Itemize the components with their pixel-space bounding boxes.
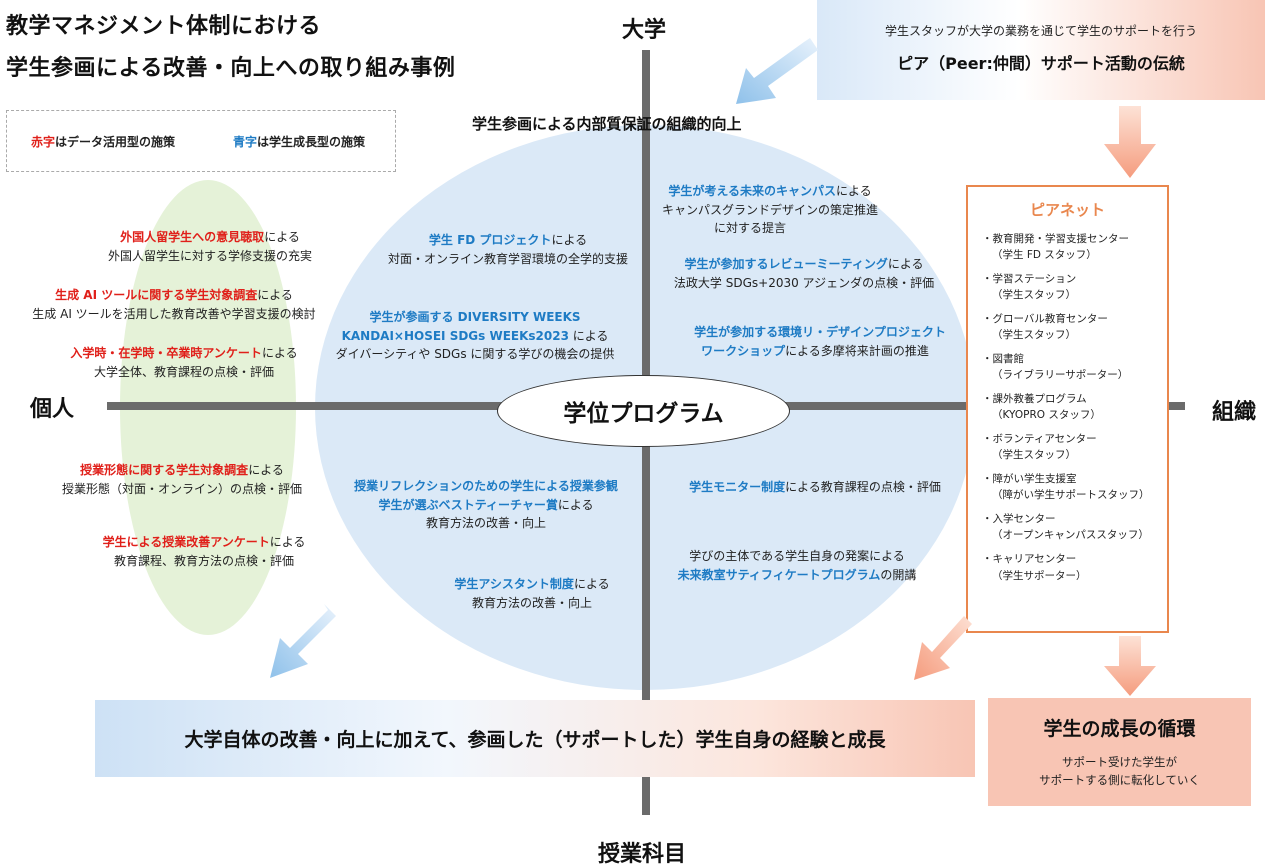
- blue-item-diversity-weeks: 学生が参画する DIVERSITY WEEKS KANDAI×HOSEI SDG…: [335, 310, 615, 362]
- peer-support-main: ピア（Peer:仲間）サポート活動の伝統: [897, 54, 1185, 73]
- legend-red: 赤字はデータ活用型の施策: [31, 135, 176, 149]
- growth-cycle-box: 学生の成長の循環 サポート受けた学生が サポートする側に転化していく: [988, 698, 1251, 806]
- title-line-1: 教学マネジメント体制における: [6, 14, 322, 39]
- peernet-item: ・教育開発・学習支援センター（学生 FD スタッフ）: [982, 233, 1129, 262]
- arrow-to-banner-right-icon: [914, 612, 972, 680]
- peernet-title: ピアネット: [1029, 201, 1105, 219]
- inner-heading: 学生参画による内部質保証の組織的向上: [472, 115, 742, 133]
- bottom-banner: 大学自体の改善・向上に加えて、参画した（サポートした）学生自身の経験と成長: [95, 700, 975, 777]
- title-line-2: 学生参画による改善・向上への取り組み事例: [6, 56, 456, 81]
- growth-cycle-sub: サポート受けた学生が サポートする側に転化していく: [1039, 755, 1200, 788]
- peernet-item: ・学習ステーション（学生スタッフ）: [982, 273, 1077, 302]
- axis-label-top: 大学: [622, 18, 667, 43]
- peernet-list: ・教育開発・学習支援センター（学生 FD スタッフ） ・学習ステーション（学生ス…: [982, 231, 1163, 591]
- green-item-3: 入学時・在学時・卒業時アンケートによる 大学全体、教育課程の点検・評価: [70, 346, 298, 379]
- peernet-item: ・グローバル教育センター（学生スタッフ）: [982, 313, 1108, 342]
- blue-item-class-reflection: 授業リフレクションのための学生による授業参観 学生が選ぶベストティーチャー賞によ…: [354, 479, 618, 531]
- degree-program-center: 学位プログラム: [497, 375, 790, 447]
- arrow-peer-to-center-icon: [736, 38, 818, 104]
- green-item-1: 外国人留学生への意見聴取による 外国人留学生に対する学修支援の充実: [107, 230, 312, 263]
- axis-label-bottom: 授業科目: [598, 842, 687, 867]
- blue-item-student-monitor: 学生モニター制度による教育課程の点検・評価: [689, 480, 941, 494]
- peernet-item: ・キャリアセンター（学生サポーター）: [982, 553, 1087, 582]
- peernet-item: ・障がい学生支援室（障がい学生サポートスタッフ）: [982, 473, 1150, 502]
- blue-item-fd-project: 学生 FD プロジェクトによる 対面・オンライン教育学習環境の全学的支援: [387, 233, 628, 266]
- peer-support-banner: 学生スタッフが大学の業務を通じて学生のサポートを行う ピア（Peer:仲間）サポ…: [817, 0, 1265, 100]
- axis-label-left: 個人: [30, 397, 75, 422]
- blue-item-review-meeting: 学生が参加するレビューミーティングによる 法政大学 SDGs+2030 アジェン…: [673, 257, 935, 290]
- peer-support-sub: 学生スタッフが大学の業務を通じて学生のサポートを行う: [884, 24, 1197, 38]
- arrow-down-to-growth-icon: [1104, 636, 1156, 696]
- peernet-item: ・図書館（ライブラリーサポーター）: [982, 353, 1129, 382]
- blue-item-student-assistant: 学生アシスタント制度による 教育方法の改善・向上: [454, 577, 610, 610]
- blue-item-future-campus: 学生が考える未来のキャンパスによる キャンパスグランドデザインの策定推進 に対す…: [661, 184, 878, 236]
- peernet-item: ・ボランティアセンター（学生スタッフ）: [982, 433, 1097, 462]
- blue-item-future-classroom: 学びの主体である学生自身の発案による 未来教室サティフィケートプログラムの開講: [677, 549, 917, 582]
- growth-cycle-title: 学生の成長の循環: [1043, 718, 1196, 740]
- legend-blue: 青字は学生成長型の施策: [233, 135, 366, 149]
- arrow-down-to-peernet-icon: [1104, 106, 1156, 178]
- axis-label-right: 組織: [1212, 400, 1257, 425]
- green-item-2: 生成 AI ツールに関する学生対象調査による 生成 AI ツールを活用した教育改…: [32, 288, 316, 321]
- green-item-5: 学生による授業改善アンケートによる 教育課程、教育方法の点検・評価: [102, 535, 306, 568]
- peernet-box: ピアネット ・教育開発・学習支援センター（学生 FD スタッフ） ・学習ステーシ…: [966, 185, 1169, 633]
- green-item-4: 授業形態に関する学生対象調査による 授業形態（対面・オンライン）の点検・評価: [61, 463, 302, 496]
- legend: 赤字はデータ活用型の施策 青字は学生成長型の施策: [6, 110, 396, 172]
- peernet-item: ・課外教養プログラム（KYOPRO スタッフ）: [982, 393, 1101, 422]
- arrow-to-banner-left-icon: [270, 604, 336, 678]
- blue-item-redesign-project: 学生が参加する環境リ・デザインプロジェクト ワークショップによる多摩将来計画の推…: [694, 325, 946, 358]
- peernet-item: ・入学センター（オープンキャンパススタッフ）: [982, 513, 1149, 542]
